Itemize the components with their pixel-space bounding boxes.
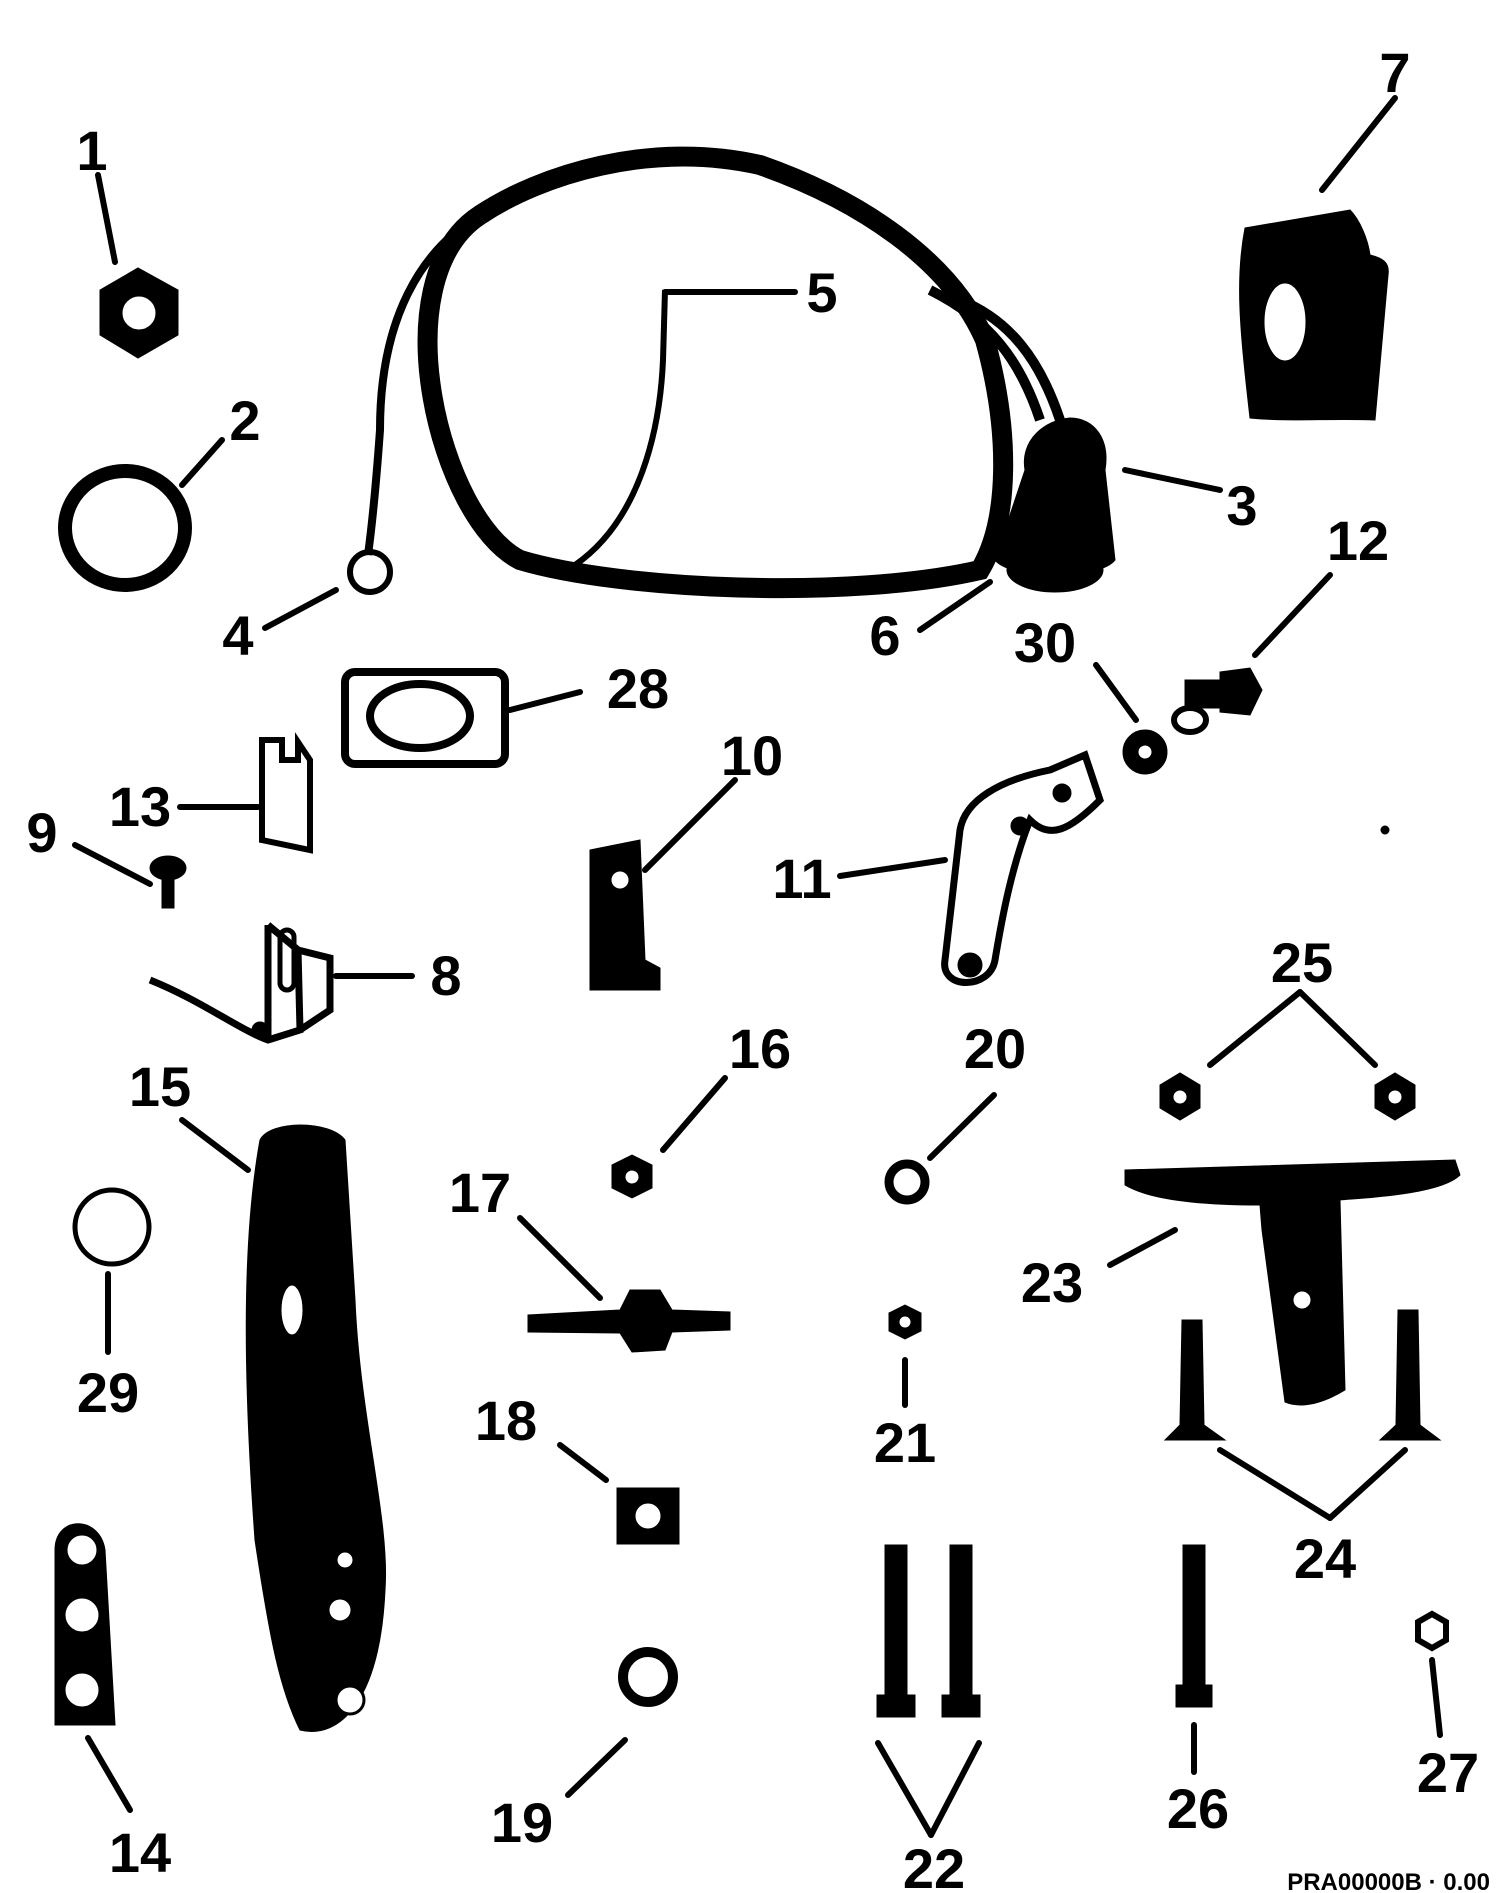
part-25-nuts: [1159, 1072, 1416, 1121]
part-9-screw: [149, 855, 187, 909]
callout-16: 16: [729, 1017, 791, 1080]
callout-29: 29: [77, 1361, 139, 1424]
callout-8: 8: [430, 944, 461, 1007]
part-13-clip: [259, 732, 313, 854]
part-24-screws: [1163, 1309, 1442, 1441]
callout-5: 5: [806, 261, 837, 324]
part-3-5-harness: [364, 146, 1065, 599]
callout-20: 20: [964, 1017, 1026, 1080]
callout-12: 12: [1327, 509, 1389, 572]
part-8-bracket: [148, 922, 334, 1044]
callout-10: 10: [721, 724, 783, 787]
callout-11: 11: [772, 847, 831, 910]
callout-30: 30: [1014, 611, 1076, 674]
callout-2: 2: [229, 389, 260, 452]
callout-6: 6: [869, 604, 900, 667]
part-10-clamp: [589, 839, 661, 991]
part-20-washer: [884, 1159, 930, 1205]
part-23-tee-bracket: [1124, 1159, 1461, 1406]
part-22-bolts: [876, 1544, 981, 1718]
callout-1: 1: [76, 119, 107, 182]
part-28-gasket: [341, 668, 509, 768]
callout-26: 26: [1167, 1777, 1229, 1840]
callout-23: 23: [1021, 1251, 1083, 1314]
part-27-nut: [1415, 1610, 1449, 1652]
callout-4: 4: [222, 604, 253, 667]
callout-14: 14: [109, 1821, 171, 1884]
part-15-handle-arm: [245, 1124, 387, 1732]
part-1-hex-nut: [99, 267, 179, 359]
callout-3: 3: [1226, 474, 1257, 537]
part-2-ring: [58, 464, 192, 592]
callout-18: 18: [475, 1389, 537, 1452]
part-21-nut: [888, 1304, 922, 1340]
stray-mark: [1380, 825, 1390, 835]
callout-17: 17: [449, 1161, 511, 1224]
callout-7: 7: [1379, 41, 1410, 104]
callout-labels: 1 2 3 4 5 6 7 8 9 10 11 12 13 14 15 16 1…: [26, 41, 1479, 1893]
part-29-disc: [72, 1187, 152, 1267]
callout-15: 15: [129, 1055, 191, 1118]
part-11-lever-arm: [941, 750, 1105, 986]
part-30-washer: [1122, 729, 1168, 775]
part-7-cover-plate: [1239, 209, 1389, 421]
part-17-shaft: [527, 1289, 731, 1353]
part-14-plate: [54, 1523, 116, 1726]
drawing-code: PRA00000B · 0.00: [1287, 1869, 1490, 1893]
callout-13: 13: [109, 775, 171, 838]
part-3-plug: [994, 417, 1116, 593]
part-4-ring-terminal: [347, 549, 393, 595]
callout-27: 27: [1417, 1741, 1479, 1804]
callout-22: 22: [903, 1837, 965, 1893]
callout-25: 25: [1271, 931, 1333, 994]
callout-21: 21: [874, 1411, 936, 1474]
callout-9: 9: [26, 801, 57, 864]
part-26-bolt: [1175, 1544, 1213, 1708]
part-19-washer: [618, 1647, 678, 1707]
part-18-square-washer: [616, 1487, 680, 1545]
callout-19: 19: [491, 1791, 553, 1854]
leader-lines: [72, 95, 1443, 1838]
callout-24: 24: [1294, 1527, 1356, 1590]
part-16-nut: [611, 1154, 653, 1199]
part-12-fitting: [1171, 667, 1263, 735]
callout-28: 28: [607, 657, 669, 720]
